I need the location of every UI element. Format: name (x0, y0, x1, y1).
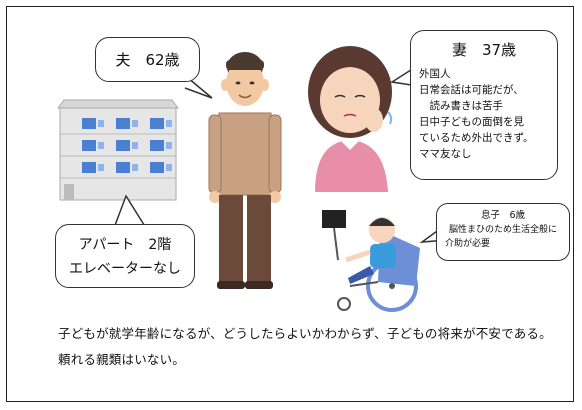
apartment-line: アパート 2階 (78, 237, 172, 253)
caption-line-1: 子どもが就学年齢になるが、どうしたらよいかわからず、子どもの将来が不安である。 (58, 326, 552, 341)
wife-line: ママ友なし (419, 148, 472, 160)
apartment-building-image (57, 99, 179, 201)
apartment-bubble-tail (113, 194, 147, 229)
wife-line: 外国人 (419, 68, 451, 80)
wife-line: 日中子どもの面倒を見 (419, 116, 524, 128)
child-line: 息子 6歳 (480, 210, 526, 221)
child-label-bubble: 息子 6歳 脳性まひのため生活全般に 介助が必要 (436, 203, 570, 261)
husband-bubble-shape (184, 77, 213, 99)
wife-line: ているため外出できず。 (419, 132, 534, 144)
wife-label-bubble: 妻 37歳 外国人 日常会話は可能だが、 読み書きは苦手 日中子どもの面倒を見 … (410, 30, 558, 180)
child-wheelchair-image (322, 210, 420, 312)
child-line: 脳性まひのため生活全般に (448, 225, 557, 235)
husband-figure-image (208, 52, 282, 289)
wife-figure-image (308, 46, 393, 192)
wife-label: 妻 37歳 (451, 41, 517, 59)
wife-line: 日常会話は可能だが、 (419, 84, 524, 96)
wife-line: 読み書きは苦手 (419, 100, 503, 112)
child-line: 介助が必要 (445, 239, 491, 249)
husband-label: 夫 62歳 (115, 51, 180, 69)
caption-line-2: 頼れる親類はいない。 (58, 352, 186, 367)
husband-label-bubble: 夫 62歳 (95, 37, 200, 82)
apartment-label-bubble: アパート 2階 エレベーターなし (55, 224, 195, 288)
apartment-line: エレベーターなし (69, 261, 181, 277)
